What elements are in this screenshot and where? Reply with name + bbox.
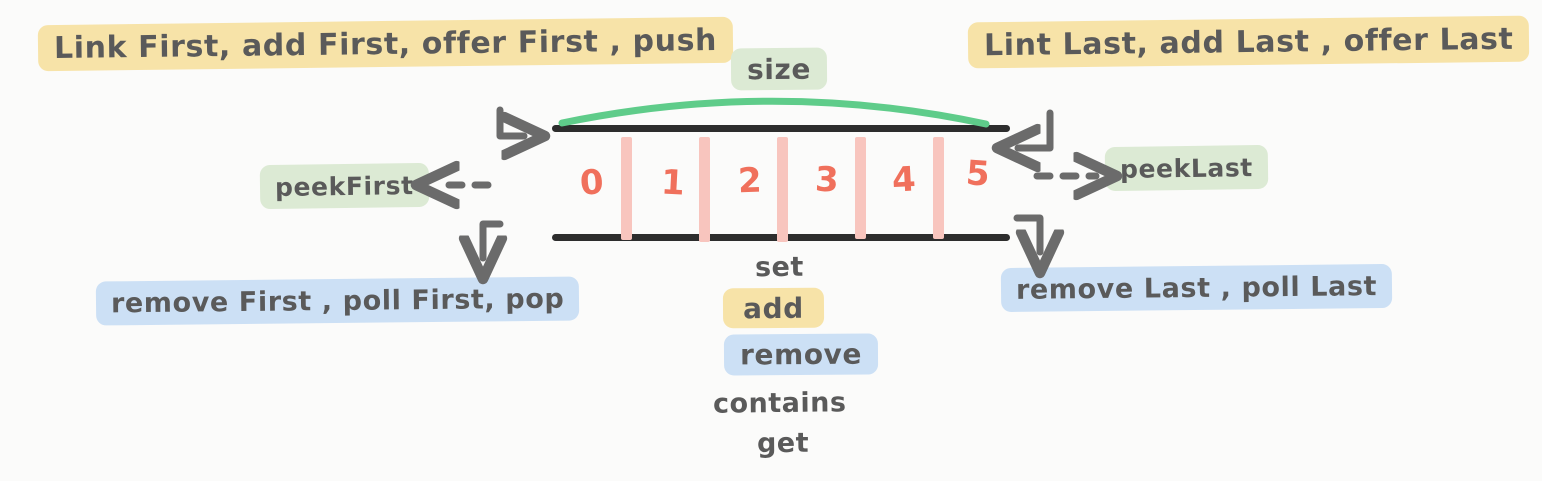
size-span-arc [558,97,990,128]
label-remove-last-group: remove Last , poll Last [1000,263,1393,313]
array-cell-divider [621,137,632,240]
array-index-1: 1 [659,162,686,204]
label-set: set [754,251,804,284]
array-index-3: 3 [814,159,840,201]
arrow-top-left-hook [496,106,524,136]
arrow-top-right-hook [1018,109,1054,148]
array-cell-divider [699,137,710,242]
arrow-bottom-right-hook [1013,214,1040,252]
label-link-last-group: Lint Last, add Last , offer Last [967,15,1530,69]
array-index-4: 4 [890,159,917,201]
label-add: add [722,287,824,329]
array-cell-divider [855,137,866,239]
label-size: size [730,47,828,91]
array-index-5: 5 [964,153,992,195]
label-peek-last: peekLast [1104,144,1269,192]
array-cell-divider [777,137,788,242]
array-index-2: 2 [737,160,763,202]
label-remove: remove [723,333,879,376]
array-cell-divider [933,137,944,239]
label-link-first-group: Link First, add First, offer First , pus… [37,16,734,72]
label-contains: contains [712,387,847,420]
array-index-0: 0 [578,162,606,204]
label-get: get [756,427,810,460]
label-peek-first: peekFirst [259,162,429,210]
arrow-bottom-left-hook [483,220,500,258]
label-remove-first-group: remove First , poll First, pop [95,276,580,326]
array-top-border [552,125,1010,132]
